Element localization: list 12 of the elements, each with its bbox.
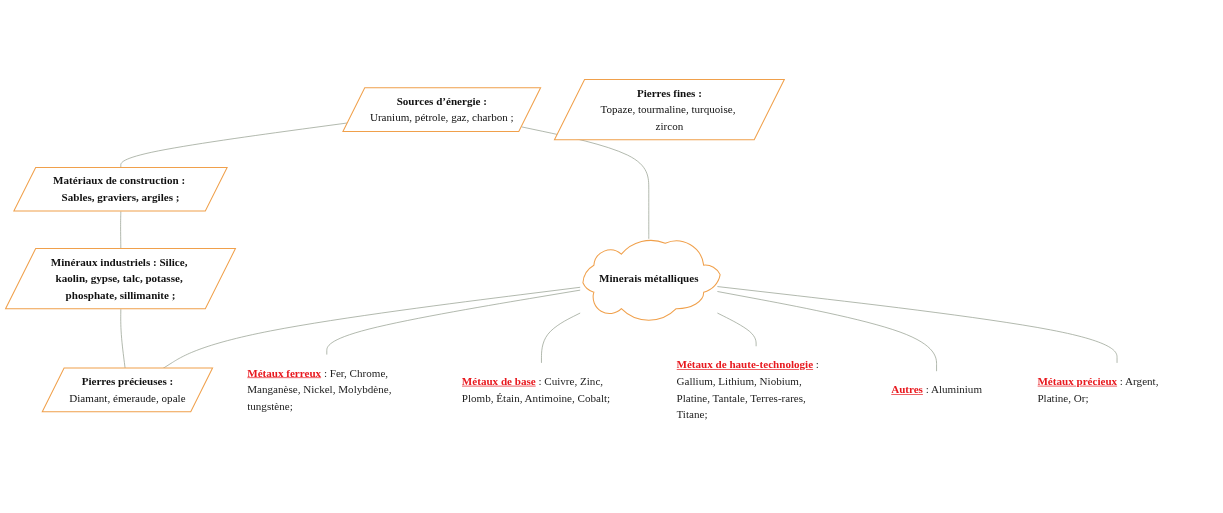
connector <box>541 312 581 364</box>
connector <box>326 289 581 355</box>
node-text: Métaux précieux : Argent, Platine, Or; <box>1037 375 1159 404</box>
connector <box>717 286 1118 364</box>
connector <box>717 312 757 347</box>
node-text: Métaux ferreux : Fer, Chrome, Manganèse, Nickel, Molybdène, tungstène; <box>247 367 392 413</box>
connector <box>717 291 937 372</box>
connector <box>120 308 126 369</box>
connector <box>521 126 650 240</box>
node-text: Métaux de base : Cuivre, Zinc, Plomb, Étain, Antimoine, Cobalt; <box>461 375 611 404</box>
node-text: Autres : Aluminium <box>891 383 983 396</box>
node-text: Métaux de haute-technologie : Gallium, Lithium, Niobium, Platine, Tantale, Terres-rares, Titane; <box>676 358 819 421</box>
